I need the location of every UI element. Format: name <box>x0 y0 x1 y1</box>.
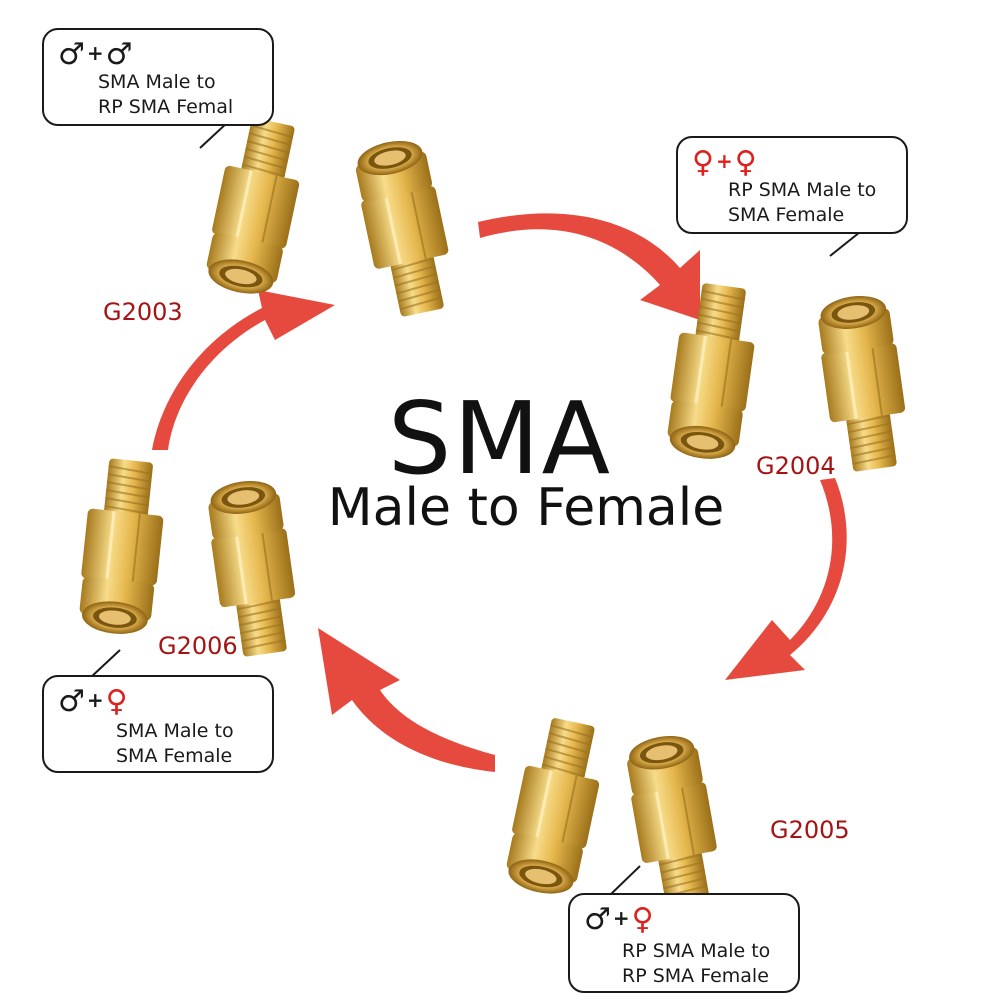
female-symbol-icon: ♀ <box>105 684 128 719</box>
arrow-g2004-to-g2005 <box>725 478 847 680</box>
callout-pointers <box>89 121 861 896</box>
page-title: SMA <box>387 380 613 497</box>
product-code-g2006: G2006 <box>158 632 238 660</box>
arrow-g2006-to-g2003 <box>152 290 335 450</box>
callout-g2004-line1: RP SMA Male to <box>728 179 877 201</box>
male-symbol-icon: ♂ <box>105 37 133 72</box>
female-symbol-icon: ♀ <box>631 902 654 937</box>
callout-g2005-line1: RP SMA Male to <box>622 940 771 962</box>
symbols-g2004: ♀+♀ <box>692 145 757 180</box>
female-symbol-icon: ♀ <box>734 145 757 180</box>
male-symbol-icon: ♂ <box>584 902 611 937</box>
callout-g2006: ♂+♀ SMA Male to SMA Female <box>42 675 274 773</box>
product-code-g2004: G2004 <box>756 452 836 480</box>
callout-g2003-line2: RP SMA Femal <box>98 96 234 118</box>
callout-g2006-line1: SMA Male to <box>116 720 234 742</box>
callout-g2005: ♂+♀ RP SMA Male to RP SMA Female <box>568 893 800 993</box>
arrow-g2005-to-g2006 <box>318 628 495 772</box>
cycle-arrows <box>152 213 847 772</box>
callout-g2004-line2: SMA Female <box>728 204 845 226</box>
callout-g2003: ♂+♂ SMA Male to RP SMA Femal <box>42 28 274 126</box>
female-symbol-icon: ♀ <box>692 145 714 180</box>
male-symbol-icon: ♂ <box>58 37 85 72</box>
page-subtitle: Male to Female <box>327 478 725 538</box>
male-symbol-icon: ♂ <box>58 684 85 719</box>
product-g2005-image <box>498 712 729 917</box>
product-g2003-image <box>198 112 462 322</box>
callout-g2006-line2: SMA Female <box>116 745 233 767</box>
arrow-g2003-to-g2004 <box>478 213 700 320</box>
callout-g2003-line1: SMA Male to <box>98 71 216 93</box>
product-code-g2005: G2005 <box>770 816 850 844</box>
symbols-g2005: ♂+♀ <box>584 902 654 937</box>
callout-g2005-line2: RP SMA Female <box>622 965 769 987</box>
callout-g2004: ♀+♀ RP SMA Male to SMA Female <box>676 136 908 234</box>
symbols-g2006: ♂+♀ <box>58 684 128 719</box>
product-code-g2003: G2003 <box>103 298 183 326</box>
symbols-g2003: ♂+♂ <box>58 37 133 72</box>
